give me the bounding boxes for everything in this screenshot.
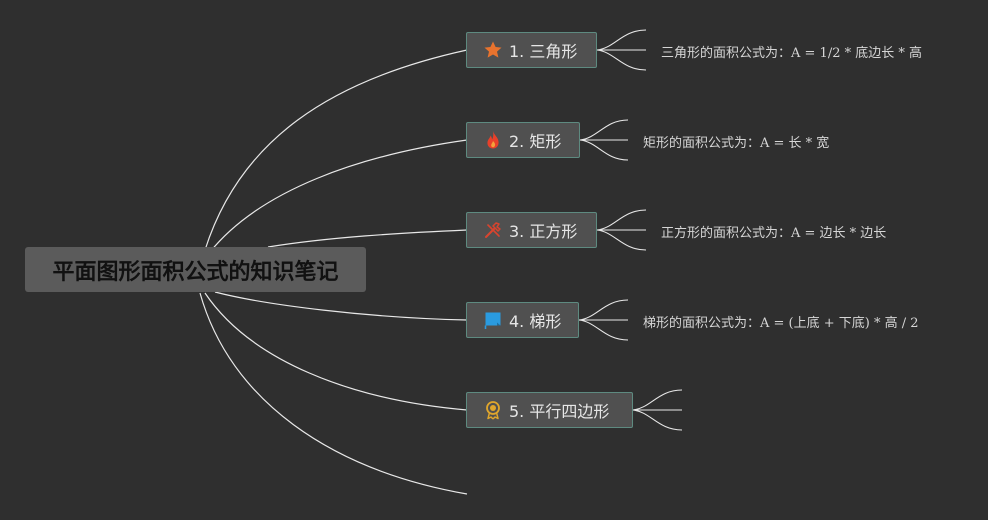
- star-icon: [483, 40, 503, 60]
- branch-label-3: 3. 正方形: [509, 222, 578, 241]
- branch-label-4: 4. 梯形: [509, 312, 562, 331]
- branch-note-2: 矩形的面积公式为：A = 长 * 宽: [643, 136, 830, 151]
- award-icon: [483, 400, 503, 420]
- leaf-fan-1: [596, 29, 647, 71]
- connector-branch-4: [214, 291, 468, 321]
- connector-branch-3: [267, 229, 468, 248]
- branch-node-5[interactable]: 5. 平行四边形: [466, 392, 633, 428]
- fire-icon: [483, 130, 503, 150]
- branch-note-3: 正方形的面积公式为：A = 边长 * 边长: [661, 226, 887, 241]
- branch-node-2[interactable]: 2. 矩形: [466, 122, 580, 158]
- branch-label-2: 2. 矩形: [509, 132, 562, 151]
- leaf-fan-2: [579, 119, 629, 161]
- connector-branch-6: [199, 292, 468, 495]
- branch-label-1: 1. 三角形: [509, 42, 578, 61]
- leaf-fan-5: [632, 389, 683, 431]
- leaf-fan-4: [578, 299, 629, 341]
- connector-branch-5: [204, 292, 468, 411]
- branch-node-1[interactable]: 1. 三角形: [466, 32, 597, 68]
- connector-branch-1: [204, 49, 468, 251]
- flag-icon: [483, 310, 503, 330]
- branch-note-1: 三角形的面积公式为：A = 1/2 * 底边长 * 高: [661, 46, 922, 61]
- branch-note-4: 梯形的面积公式为：A = (上底 + 下底) * 高 / 2: [643, 316, 919, 331]
- connector-branch-2: [209, 139, 468, 253]
- root-topic[interactable]: 平面图形面积公式的知识笔记: [25, 247, 366, 292]
- root-title: 平面图形面积公式的知识笔记: [52, 259, 339, 285]
- tools-icon: [483, 220, 503, 240]
- branch-node-3[interactable]: 3. 正方形: [466, 212, 597, 248]
- leaf-fan-3: [596, 209, 647, 251]
- branch-node-4[interactable]: 4. 梯形: [466, 302, 579, 338]
- branch-label-5: 5. 平行四边形: [509, 402, 610, 421]
